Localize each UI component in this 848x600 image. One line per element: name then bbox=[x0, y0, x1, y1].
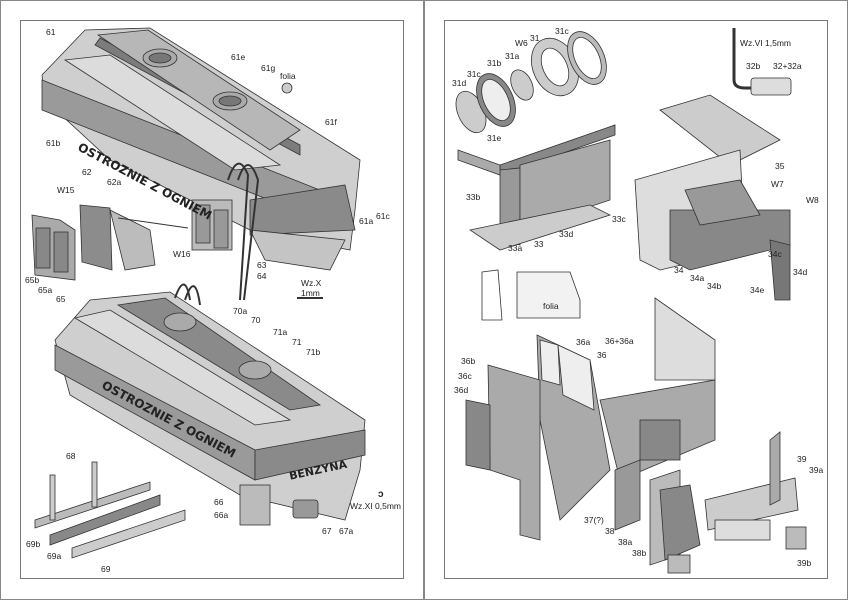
part-label: 61a bbox=[359, 216, 374, 226]
part-label: 71a bbox=[273, 327, 288, 337]
part-label: 38 bbox=[605, 526, 615, 536]
part-label: 32+32a bbox=[773, 61, 802, 71]
part-label: 34b bbox=[707, 281, 722, 291]
part-label: W8 bbox=[806, 195, 819, 205]
part-label: 67 bbox=[322, 526, 332, 536]
part-label: 61b bbox=[46, 138, 61, 148]
part-label: 69a bbox=[47, 551, 62, 561]
part-label: 33a bbox=[508, 243, 523, 253]
part-label: 36c bbox=[458, 371, 472, 381]
part-label: 65b bbox=[25, 275, 40, 285]
part-label: 33b bbox=[466, 192, 481, 202]
part-label: 39a bbox=[809, 465, 824, 475]
part-label: 33d bbox=[559, 229, 574, 239]
part-label: 68 bbox=[66, 451, 76, 461]
part-label: Wz.X bbox=[301, 278, 322, 288]
part-label: 39b bbox=[797, 558, 812, 568]
part-label: 34e bbox=[750, 285, 765, 295]
part-label: 66a bbox=[214, 510, 229, 520]
part-label: 70 bbox=[251, 315, 261, 325]
part-label: folia bbox=[280, 71, 296, 81]
part-label: 36d bbox=[454, 385, 469, 395]
cabinet-panels bbox=[31, 204, 189, 281]
part-label: 37(?) bbox=[584, 515, 604, 525]
part-label: 61g bbox=[261, 63, 276, 73]
hook-glyph: ↄ bbox=[378, 489, 384, 500]
part-label: 71b bbox=[306, 347, 321, 357]
part-label: 38b bbox=[632, 548, 647, 558]
exhaust-muffler bbox=[732, 28, 792, 96]
part-label: 31e bbox=[487, 133, 502, 143]
part-label: 34 bbox=[674, 265, 684, 275]
part-label: 33 bbox=[534, 239, 544, 249]
part-label: 67a bbox=[339, 526, 354, 536]
part-label: W15 bbox=[57, 185, 75, 195]
part-label: Wz.VI 1,5mm bbox=[740, 38, 792, 48]
part-label: 62 bbox=[82, 167, 92, 177]
part-label: W6 bbox=[515, 38, 528, 48]
part-label: 31b bbox=[487, 58, 502, 68]
part-label: 71 bbox=[292, 337, 302, 347]
part-label: 31a bbox=[505, 51, 520, 61]
wheel-rings bbox=[455, 31, 607, 134]
part-label: W16 bbox=[173, 249, 191, 259]
part-label: 70a bbox=[233, 306, 248, 316]
part-label: 33c bbox=[612, 214, 626, 224]
part-label: W7 bbox=[771, 179, 784, 189]
part-label: 38a bbox=[618, 537, 633, 547]
part-label: 36a bbox=[576, 337, 591, 347]
part-label: 31d bbox=[452, 78, 467, 88]
tank-lower bbox=[54, 283, 366, 526]
part-label: 36 bbox=[597, 350, 607, 360]
part-label: 39 bbox=[797, 454, 807, 464]
part-label: 35 bbox=[775, 161, 785, 171]
part-label: 64 bbox=[257, 271, 267, 281]
part-label: 63 bbox=[257, 260, 267, 270]
tank-upper bbox=[41, 27, 361, 301]
part-label: 34d bbox=[793, 267, 808, 277]
part-label: 36+36a bbox=[605, 336, 634, 346]
part-label: 31c bbox=[555, 26, 569, 36]
part-label: 62a bbox=[107, 177, 122, 187]
part-label: 65a bbox=[38, 285, 53, 295]
chassis-beams bbox=[34, 461, 186, 559]
part-label: 65 bbox=[56, 294, 66, 304]
part-label: 34c bbox=[768, 249, 782, 259]
part-label: folia bbox=[543, 301, 559, 311]
part-label: 31 bbox=[530, 33, 540, 43]
cab-body bbox=[465, 269, 807, 574]
part-label: 61c bbox=[376, 211, 390, 221]
part-label: 69 bbox=[101, 564, 111, 574]
cab-frame bbox=[457, 94, 791, 301]
part-label: 69b bbox=[26, 539, 41, 549]
part-label: 61 bbox=[46, 27, 56, 37]
part-label: 34a bbox=[690, 273, 705, 283]
part-label: 36b bbox=[461, 356, 476, 366]
part-label: 32b bbox=[746, 61, 761, 71]
part-label: 61f bbox=[325, 117, 337, 127]
part-label: 66 bbox=[214, 497, 224, 507]
part-label: 31c bbox=[467, 69, 481, 79]
part-label: Wz.XI 0,5mm bbox=[350, 501, 402, 511]
scale-label: 1mm bbox=[301, 288, 320, 298]
part-label: 61e bbox=[231, 52, 246, 62]
